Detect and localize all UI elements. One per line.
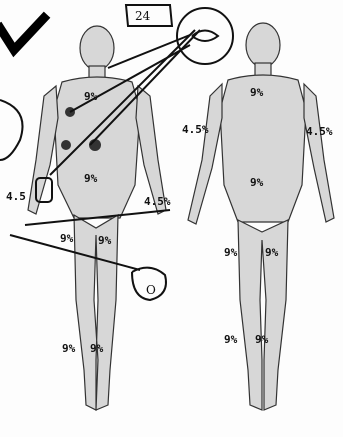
front-thigh-right-percent: 9% (98, 234, 112, 247)
front-arm-left-percent: 4.5 (6, 190, 26, 203)
handwritten-number: 24 (135, 9, 151, 23)
handwritten-circle-mark: O (146, 283, 156, 297)
back-leg-right-percent: 9% (255, 333, 269, 346)
front-chest-percent: 9% (84, 90, 98, 103)
back-thigh-left-percent: 9% (224, 246, 238, 259)
front-thigh-left-percent: 9% (60, 232, 74, 245)
front-leg-left-percent: 9% (62, 342, 76, 355)
back-leg-left-percent: 9% (224, 333, 238, 346)
back-thigh-right-percent: 9% (265, 246, 279, 259)
back-arm-right-percent: 4.5% (306, 125, 333, 138)
back-arm-left-percent: 4.5% (182, 123, 209, 136)
front-abdomen-percent: 9% (84, 172, 98, 185)
back-upper-percent: 9% (250, 86, 264, 99)
back-lower-percent: 9% (250, 176, 264, 189)
front-leg-right-percent: 9% (90, 342, 104, 355)
front-arm-right-percent: 4.5% (144, 195, 171, 208)
